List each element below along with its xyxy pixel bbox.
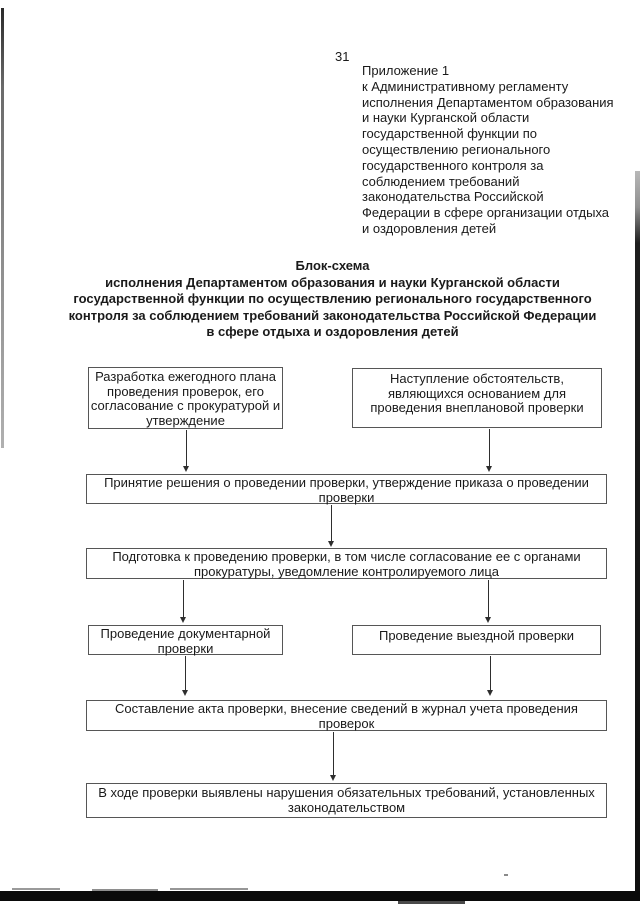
scan-artifact-gray-dash-3 [170, 888, 248, 890]
scan-artifact-left-edge-line [1, 8, 4, 448]
scan-artifact-right-edge-line [635, 171, 640, 891]
page-number: 31 [335, 49, 350, 64]
scan-artifact-speck [504, 874, 508, 876]
arrow-preparation-to-documentary [180, 580, 186, 623]
arrow-preparation-to-field [485, 580, 491, 623]
flow-box-decision: Принятие решения о проведении проверки, … [86, 474, 607, 504]
flow-box-unscheduled-circumstances: Наступление обстоятельств, являющихся ос… [352, 368, 602, 428]
appendix-note: Приложение 1 к Административному регламе… [362, 63, 614, 236]
flow-box-field-check: Проведение выездной проверки [352, 625, 601, 655]
scan-artifact-gray-dash-2 [92, 889, 158, 891]
arrow-field-to-act [487, 656, 493, 696]
flow-box-annual-plan: Разработка ежегодного плана проведения п… [88, 367, 283, 429]
document-title: Блок-схема исполнения Департаментом обра… [68, 258, 597, 339]
scan-artifact-gray-dash-1 [12, 888, 60, 890]
arrow-circumstances-to-decision [486, 429, 492, 472]
flow-box-documentary-check: Проведение документарной проверки [88, 625, 283, 655]
scan-artifact-bottom-band [0, 891, 640, 901]
arrow-act-to-violations [330, 732, 336, 781]
flow-box-preparation: Подготовка к проведению проверки, в том … [86, 548, 607, 579]
flow-box-violations-found: В ходе проверки выявлены нарушения обяза… [86, 783, 607, 818]
arrow-documentary-to-act [182, 656, 188, 696]
scan-artifact-underband-gray [398, 901, 465, 904]
arrow-decision-to-preparation [328, 505, 334, 547]
flow-box-act-drafting: Составление акта проверки, внесение свед… [86, 700, 607, 731]
arrow-annual-plan-to-decision [183, 430, 189, 472]
